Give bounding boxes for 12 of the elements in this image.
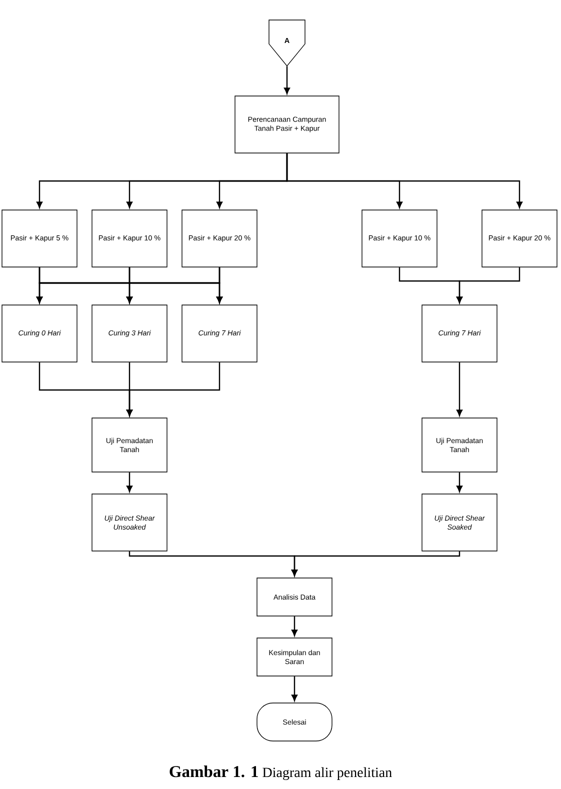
arrow xyxy=(286,153,522,208)
arrow xyxy=(456,267,520,304)
arrow xyxy=(292,676,298,702)
caption: Gambar 1. 1 Diagram alir penelitian xyxy=(170,766,392,780)
arrow xyxy=(216,267,222,304)
arrow xyxy=(284,66,290,94)
arrow xyxy=(456,362,462,416)
arrow xyxy=(126,362,220,416)
arrow xyxy=(126,472,132,492)
arrow xyxy=(292,551,460,576)
arrow xyxy=(456,472,462,492)
arrow xyxy=(292,616,298,636)
